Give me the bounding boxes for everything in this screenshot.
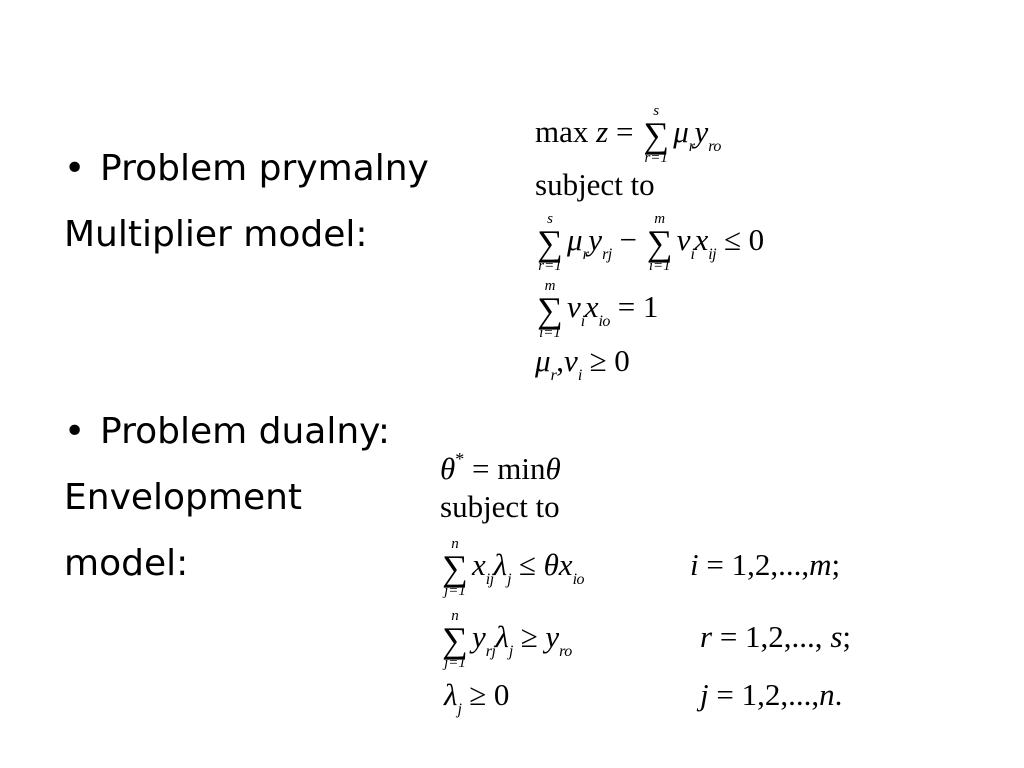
sum-symbol: n∑j=1: [442, 535, 468, 599]
dual-condition-r: r = 1,2,..., s;: [700, 619, 852, 654]
sum-symbol: m∑i=1: [646, 210, 673, 274]
dual-subject-to: subject to: [440, 489, 560, 524]
primal-heading-text: Problem prymalny: [100, 148, 429, 189]
sum-symbol: s∑r=1: [537, 210, 563, 274]
dual-subheading-line2: model:: [64, 543, 189, 584]
dual-subheading-line1: Envelopment: [64, 477, 303, 518]
sum-symbol: n∑j=1: [442, 607, 468, 671]
primal-subject-to: subject to: [535, 167, 655, 202]
sum-symbol: s∑r=1: [643, 102, 670, 166]
bullet: •: [64, 148, 86, 189]
dual-condition-j: j = 1,2,...,n.: [700, 677, 843, 712]
primal-heading: • Problem prymalny: [64, 147, 429, 191]
primal-subheading: Multiplier model:: [64, 214, 368, 255]
dual-heading: • Problem dualny:: [64, 410, 390, 454]
dual-condition-i: i = 1,2,...,m;: [690, 547, 841, 582]
dual-heading-text: Problem dualny:: [100, 411, 390, 452]
bullet: •: [64, 411, 86, 452]
dual-constraint-nonneg: λj ≥ 0: [444, 677, 510, 719]
dual-objective: θ* = minθ: [440, 449, 561, 486]
primal-constraint-3: μr,νi ≥ 0: [535, 343, 630, 385]
sum-symbol: m∑i=1: [537, 277, 563, 341]
